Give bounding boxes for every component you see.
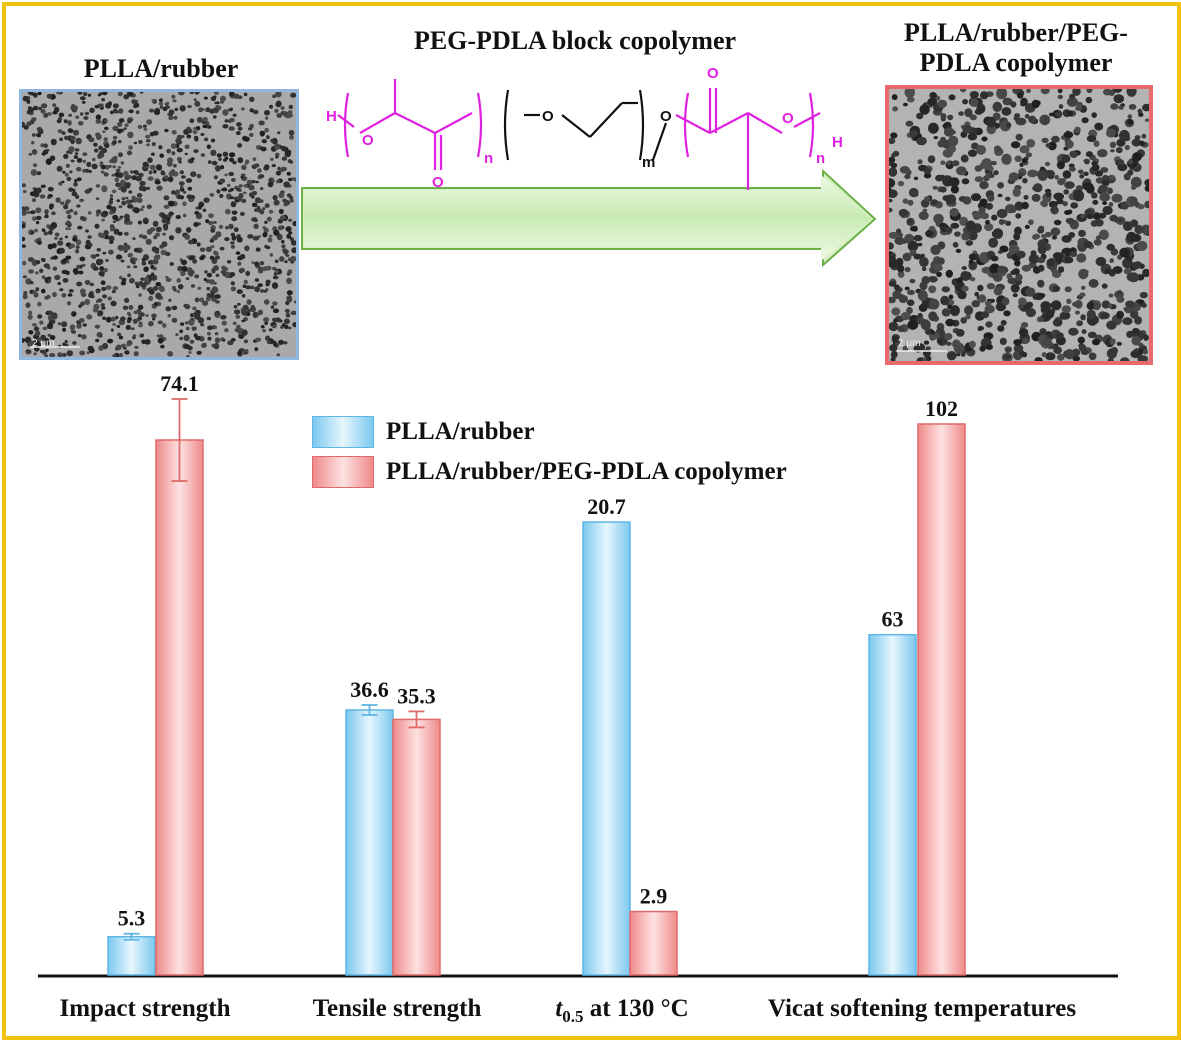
left-tem-image — [22, 92, 296, 357]
chart-legend: PLLA/rubber PLLA/rubber/PEG-PDLA copolym… — [312, 412, 787, 492]
legend-item-copolymer: PLLA/rubber/PEG-PDLA copolymer — [312, 452, 787, 492]
category-label-2: t0.5 at 130 °C — [555, 995, 688, 1026]
left-image-title: PLLA/rubber — [83, 54, 239, 83]
data-label-0-2: 20.7 — [587, 494, 626, 519]
legend-swatch-red — [312, 456, 374, 488]
bar-plla-rubber-3 — [868, 633, 917, 976]
left-micrograph — [19, 89, 299, 360]
category-label-3: Vicat softening temperatures — [768, 995, 1077, 1022]
error-bar-1-1 — [408, 710, 425, 729]
data-label-0-1: 36.6 — [350, 677, 389, 702]
legend-label-plla-rubber: PLLA/rubber — [386, 418, 535, 445]
right-scale-label: 2 μm — [898, 338, 921, 349]
peg-unit — [503, 89, 668, 161]
category-label-0: Impact strength — [59, 995, 230, 1022]
bar-copolymer-1 — [392, 718, 441, 976]
left-scale-label: 2 μm — [32, 338, 55, 349]
bar-copolymer-3 — [917, 423, 966, 976]
data-label-1-3: 102 — [925, 396, 958, 421]
right-image-title: PLLA/rubber/PEG-PDLA copolymer — [904, 18, 1128, 77]
legend-label-copolymer: PLLA/rubber/PEG-PDLA copolymer — [386, 458, 787, 485]
atom-o-peg: O — [542, 108, 554, 125]
subscript-n-left: n — [484, 150, 493, 167]
legend-item-plla-rubber: PLLA/rubber — [312, 412, 787, 452]
subscript-n-right: n — [816, 150, 825, 167]
data-label-0-0: 5.3 — [118, 906, 146, 931]
atom-h-right: H — [832, 134, 843, 151]
atom-o-link: O — [660, 108, 672, 125]
category-label-1: Tensile strength — [313, 995, 482, 1022]
data-label-1-1: 35.3 — [397, 683, 436, 708]
error-bar-1-0 — [171, 398, 188, 482]
bar-plla-rubber-2 — [582, 521, 631, 976]
data-label-1-2: 2.9 — [640, 884, 668, 909]
subscript-m: m — [642, 154, 655, 171]
bar-plla-rubber-0 — [107, 935, 156, 976]
copolymer-title: PEG-PDLA block copolymer — [413, 26, 737, 55]
right-tem-image — [889, 89, 1149, 361]
atom-o-left: O — [362, 132, 374, 149]
data-label-0-3: 63 — [882, 607, 904, 632]
atom-h-left: H — [326, 108, 337, 125]
copolymer-structure: H O O n O m O O O n H — [301, 65, 877, 268]
error-bar-0-0 — [123, 932, 140, 941]
right-micrograph — [885, 85, 1153, 365]
bar-copolymer-2 — [629, 910, 678, 976]
pdla-left-unit — [337, 79, 821, 190]
bar-plla-rubber-1 — [345, 709, 394, 976]
atom-o-right: O — [782, 110, 794, 127]
error-bar-0-1 — [361, 704, 378, 716]
legend-swatch-blue — [312, 416, 374, 448]
data-label-1-0: 74.1 — [160, 371, 199, 396]
atom-o-carbonyl-left: O — [432, 174, 444, 191]
atom-o-carbonyl-right: O — [707, 65, 719, 82]
bar-copolymer-0 — [155, 439, 204, 976]
